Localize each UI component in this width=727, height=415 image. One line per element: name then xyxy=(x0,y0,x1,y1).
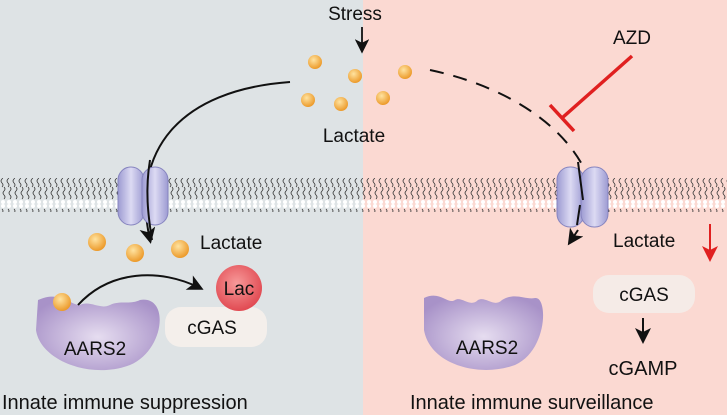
lactate-dot-bound xyxy=(53,293,71,311)
lactate-extracellular-label: Lactate xyxy=(323,126,385,147)
aars2-left-label: AARS2 xyxy=(64,339,126,360)
lac-label: Lac xyxy=(224,279,255,300)
lactate-transporter-left xyxy=(117,166,169,226)
azd-label: AZD xyxy=(613,28,651,49)
lactate-right-label: Lactate xyxy=(613,231,675,252)
azd-inhibitor xyxy=(548,54,634,133)
lac-modification xyxy=(216,265,262,311)
aars2-enzyme-left xyxy=(36,296,160,371)
cgas-right-box xyxy=(593,275,695,313)
lactate-intracellular-label: Lactate xyxy=(200,233,262,254)
stress-label: Stress xyxy=(328,4,382,25)
aars2-enzyme-right xyxy=(424,295,544,370)
cgamp-label: cGAMP xyxy=(609,358,678,380)
cgas-left-label: cGAS xyxy=(187,318,237,339)
lactate-transporter-right xyxy=(556,166,609,228)
right-caption: Innate immune surveillance xyxy=(410,392,653,414)
cgas-left-box xyxy=(165,307,267,347)
left-caption: Innate immune suppression xyxy=(2,392,248,414)
reduced-import-arrow xyxy=(567,227,584,246)
lactate-dots-intracellular xyxy=(88,233,189,262)
blocked-lactate-path xyxy=(429,69,586,171)
aars2-right-label: AARS2 xyxy=(456,338,518,359)
cell-membrane xyxy=(0,178,727,212)
lactate-dots-extracellular xyxy=(301,55,412,111)
cgas-right-label: cGAS xyxy=(619,285,669,306)
lactylation-arrow xyxy=(77,274,204,306)
